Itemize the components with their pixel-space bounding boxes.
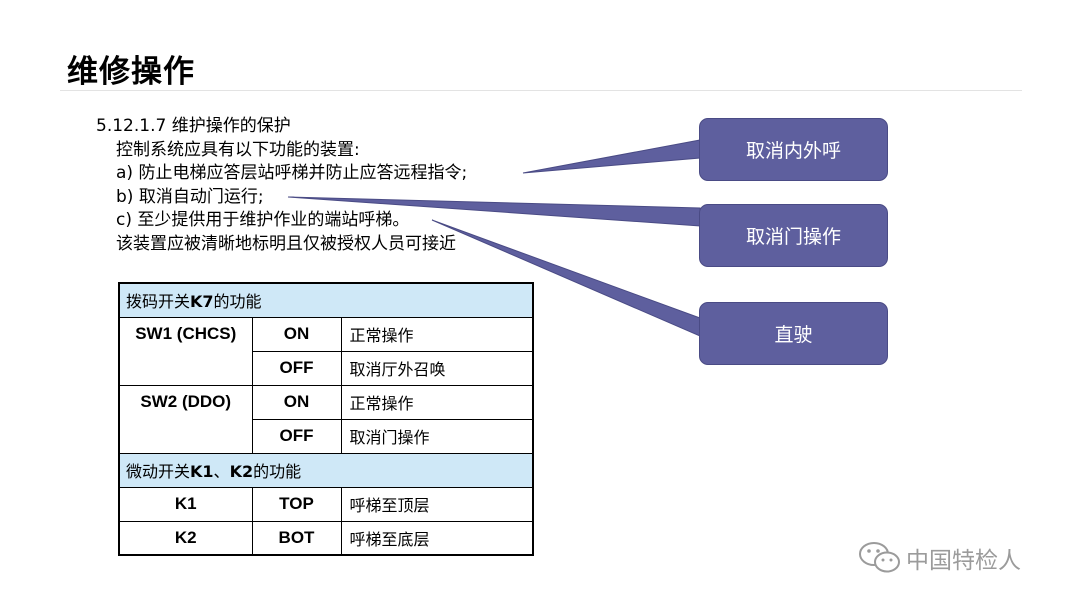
sw1-name: SW1 (CHCS) [118,316,253,386]
pointer-cancel-door [287,196,701,227]
k1-name: K1 [118,486,253,522]
sw1-on-desc: 正常操作 [340,316,534,352]
k1-desc: 呼梯至顶层 [340,486,534,522]
item-a: a) 防止电梯应答层站呼梯并防止应答远程指令; [116,163,468,184]
table-row: OFF 取消门操作 [119,418,534,454]
sw2-off: OFF [251,418,342,454]
k1-k2-section-header: 微动开关K1、K2的功能 [118,452,534,488]
pointer-cancel-calls [522,139,701,174]
section-heading: 5.12.1.7 维护操作的保护 [96,116,291,136]
sw2-name: SW2 (DDO) [118,384,253,454]
table-row: K2 BOT 呼梯至底层 [118,520,534,556]
requirement-text: 5.12.1.7 维护操作的保护 控制系统应具有以下功能的装置: a) 防止电梯… [96,115,467,257]
callout-direct: 直驶 [699,302,888,365]
watermark: 中国特检人 [858,540,1021,576]
table-row: SW2 (DDO) ON 正常操作 [118,384,534,454]
table-row: 微动开关K1、K2的功能 [118,452,534,488]
sw1-off-desc: 取消厅外召唤 [340,350,534,386]
callout-cancel-door: 取消门操作 [699,204,888,267]
title-divider [60,90,1022,91]
k7-section-header: 拨码开关K7的功能 [118,282,534,318]
item-c: c) 至少提供用于维护作业的端站呼梯。 [116,210,410,231]
callout-cancel-calls: 取消内外呼 [699,118,888,181]
sw2-off-desc: 取消门操作 [340,418,534,454]
page-title: 维修操作 [67,54,195,90]
table-row: K1 TOP 呼梯至顶层 [118,486,534,522]
sw2-on-desc: 正常操作 [340,384,534,420]
intro-line: 控制系统应具有以下功能的装置: [116,139,360,160]
switch-function-table: 拨码开关K7的功能 SW1 (CHCS) ON 正常操作 OFF 取消厅外召唤 … [118,282,535,556]
k2-pos: BOT [251,520,342,556]
k2-desc: 呼梯至底层 [340,520,534,556]
wechat-icon [859,542,900,573]
k1-pos: TOP [251,486,342,522]
k2-name: K2 [118,520,253,556]
note-line: 该装置应被清晰地标明且仅被授权人员可接近 [116,233,456,254]
table-row: 拨码开关K7的功能 [118,282,534,318]
item-b: b) 取消自动门运行; [116,186,264,207]
sw1-on: ON [251,316,342,352]
table-row: SW1 (CHCS) ON 正常操作 [118,316,534,386]
watermark-text: 中国特检人 [906,548,1021,574]
sw2-on: ON [251,384,342,420]
sw1-off: OFF [251,350,342,386]
